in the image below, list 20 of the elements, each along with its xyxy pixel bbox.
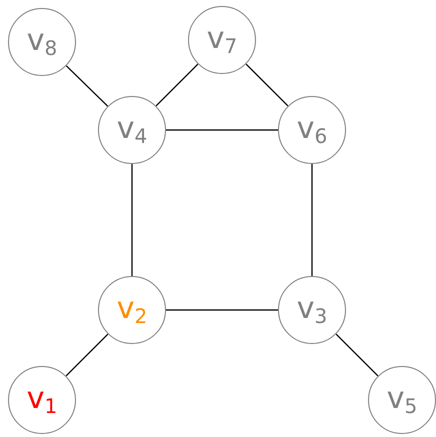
vertex-circle [368, 366, 436, 434]
vertex-label: v$_{7}$ [206, 24, 238, 56]
edge-line [336, 334, 378, 376]
edge-line [131, 164, 133, 276]
vertex-circle [98, 96, 166, 164]
edge-line [156, 64, 198, 106]
edge-line [166, 129, 278, 131]
vertex-label: v$_{1}$ [26, 384, 58, 416]
vertex-label: v$_{8}$ [26, 26, 58, 58]
vertex-label: v$_{2}$ [116, 294, 148, 326]
edge-line [66, 65, 108, 107]
vertex-label: v$_{5}$ [386, 384, 418, 416]
edge-line [166, 309, 278, 311]
edge-line [246, 64, 288, 106]
edge-line [311, 164, 313, 276]
vertex-label: v$_{4}$ [116, 114, 148, 146]
edge-line [66, 334, 108, 376]
vertex-circle [188, 6, 256, 74]
vertex-label: v$_{3}$ [296, 294, 328, 326]
vertex-label: v$_{6}$ [296, 114, 328, 146]
